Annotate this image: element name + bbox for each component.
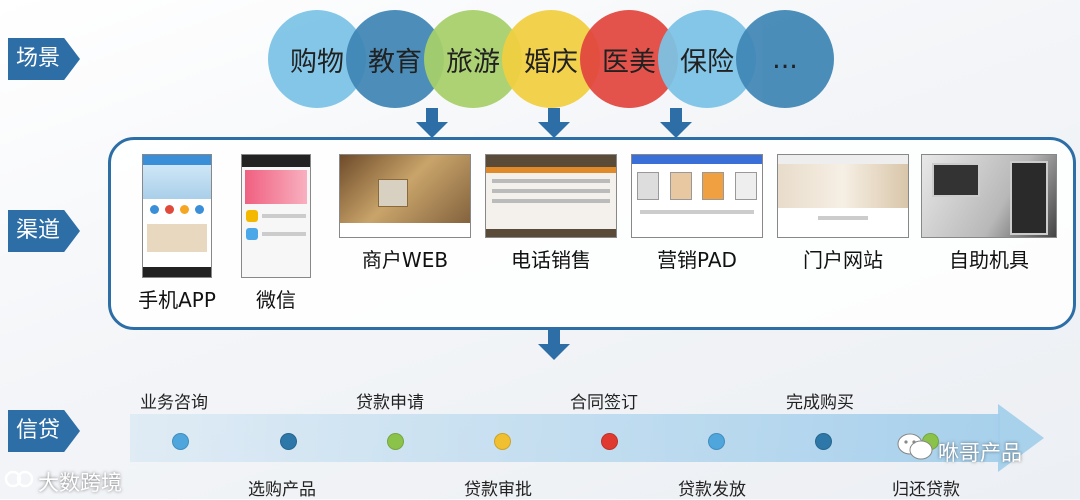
scene-row-label: 场景	[8, 38, 80, 80]
watermark-text-right: 咻哥产品	[938, 441, 1022, 465]
step-label: 归还贷款	[892, 480, 960, 500]
down-arrow-icon	[416, 108, 448, 138]
merchant-web-screenshot-icon	[339, 154, 471, 238]
timeline-step-dot	[815, 433, 832, 450]
scene-bubble: 旅游	[424, 10, 522, 108]
down-arrow-icon	[660, 108, 692, 138]
channel-merchant-web: 商户WEB	[337, 154, 473, 273]
channel-panel: 手机APP 微信 商户WEB 电话销售	[108, 137, 1076, 330]
down-arrow-icon	[538, 108, 570, 138]
timeline-step-dot	[708, 433, 725, 450]
channel-marketing-pad: 营销PAD	[629, 154, 765, 273]
channel-portal-site: 门户网站	[775, 154, 911, 273]
channel-label: 商户WEB	[361, 248, 449, 272]
mobile-app-screenshot-icon	[142, 154, 212, 278]
channel-label: 自助机具	[949, 248, 1029, 272]
wechat-screenshot-icon	[241, 154, 311, 278]
channel-mobile-app: 手机APP	[117, 154, 237, 313]
self-service-kiosk-photo-icon	[921, 154, 1057, 238]
timeline-step-dot	[494, 433, 511, 450]
timeline-step-dot	[280, 433, 297, 450]
step-label: 完成购买	[786, 393, 854, 413]
channel-label: 门户网站	[803, 248, 883, 272]
scene-bubbles: 购物 教育 旅游 婚庆 医美 保险 ...	[268, 10, 838, 110]
channel-wechat: 微信	[221, 154, 331, 313]
credit-row-label: 信贷	[8, 410, 80, 452]
channel-label: 微信	[256, 288, 296, 312]
timeline-step-dot	[172, 433, 189, 450]
channel-label: 电话销售	[511, 248, 591, 272]
scene-bubble: ...	[736, 10, 834, 108]
marketing-pad-screenshot-icon	[631, 154, 763, 238]
watermark-text-left: 大数跨境	[38, 471, 122, 495]
portal-site-screenshot-icon	[777, 154, 909, 238]
channel-label: 营销PAD	[657, 248, 737, 272]
channel-self-service-kiosk: 自助机具	[919, 154, 1059, 273]
step-label: 合同签订	[570, 393, 638, 413]
down-arrow-icon	[538, 330, 570, 360]
watermark-logo-icon	[4, 466, 34, 492]
wechat-logo-icon	[896, 432, 934, 462]
timeline-step-dot	[601, 433, 618, 450]
step-label: 贷款申请	[356, 393, 424, 413]
channel-label: 手机APP	[138, 288, 216, 312]
credit-timeline-bar	[130, 414, 1000, 462]
step-label: 选购产品	[248, 480, 316, 500]
channel-telesales: 电话销售	[483, 154, 619, 273]
channel-row-label: 渠道	[8, 210, 80, 252]
step-label: 贷款发放	[678, 480, 746, 500]
telesales-screenshot-icon	[485, 154, 617, 238]
timeline-step-dot	[387, 433, 404, 450]
step-label: 业务咨询	[140, 393, 208, 413]
step-label: 贷款审批	[464, 480, 532, 500]
